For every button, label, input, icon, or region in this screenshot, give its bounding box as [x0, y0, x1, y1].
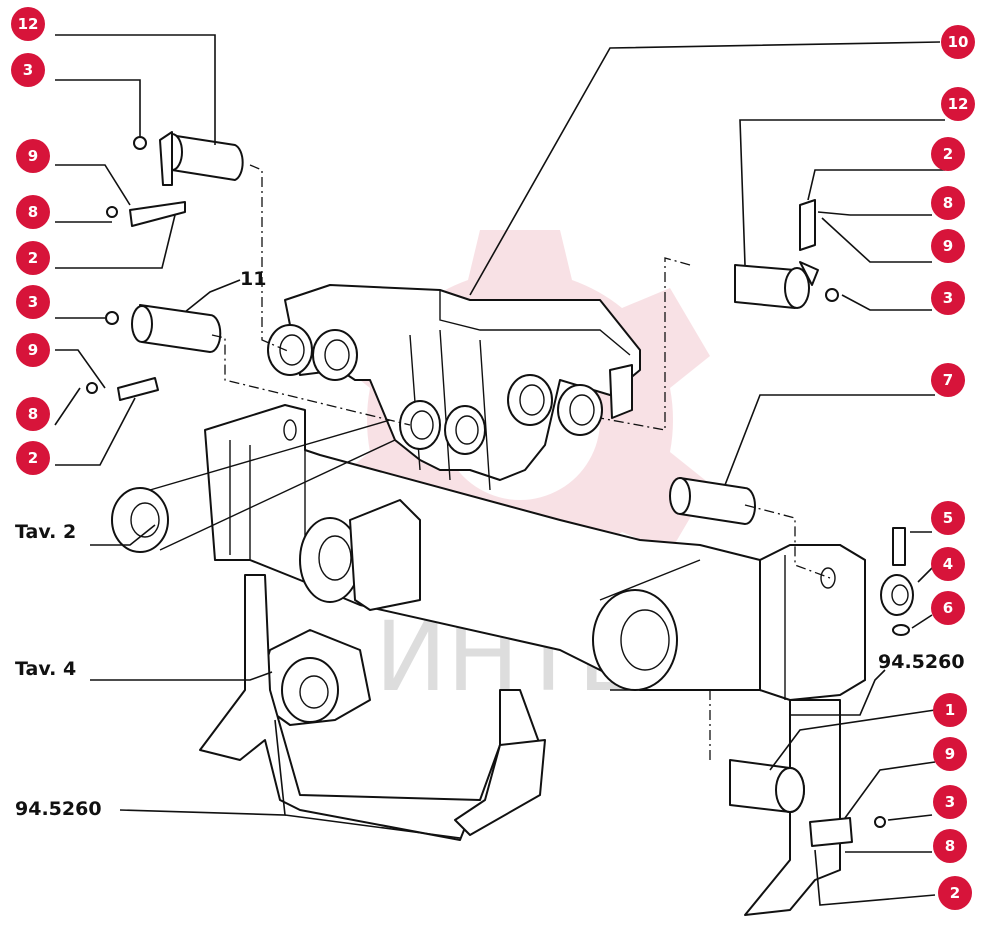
callout-label: 3 — [23, 61, 33, 79]
callout-8d: 8 — [933, 829, 967, 863]
callouts: 12 3 9 8 2 3 9 8 2 10 12 2 8 9 3 7 5 4 6… — [11, 7, 975, 910]
callout-label: 2 — [28, 449, 38, 467]
loose-parts — [86, 131, 914, 853]
ref-number-right: 94.5260 — [878, 651, 965, 673]
callout-label: 3 — [943, 289, 953, 307]
text-labels: 11 Tav. 2 Tav. 4 94.5260 94.5260 — [15, 268, 965, 820]
callout-7: 7 — [931, 363, 965, 397]
ref-tav2-label: Tav. 2 — [15, 521, 76, 543]
part-number-11: 11 — [240, 268, 266, 290]
callout-10: 10 — [941, 25, 975, 59]
callout-2c: 2 — [931, 137, 965, 171]
callout-3c: 3 — [931, 281, 965, 315]
callout-label: 3 — [28, 293, 38, 311]
callout-label: 3 — [945, 793, 955, 811]
callout-label: 10 — [948, 33, 969, 51]
callout-5: 5 — [931, 501, 965, 535]
callout-3b: 3 — [16, 285, 50, 319]
callout-label: 12 — [948, 95, 969, 113]
callout-label: 8 — [945, 837, 955, 855]
callout-6: 6 — [931, 591, 965, 625]
callout-8a: 8 — [16, 195, 50, 229]
callout-label: 2 — [943, 145, 953, 163]
callout-label: 4 — [943, 555, 953, 573]
callout-12a: 12 — [11, 7, 45, 41]
callout-label: 5 — [943, 509, 953, 527]
callout-2d: 2 — [938, 876, 972, 910]
callout-label: 2 — [28, 249, 38, 267]
callout-label: 9 — [28, 341, 38, 359]
callout-9c: 9 — [931, 229, 965, 263]
callout-label: 9 — [945, 745, 955, 763]
callout-label: 12 — [18, 15, 39, 33]
callout-2a: 2 — [16, 241, 50, 275]
ref-tav4-label: Tav. 4 — [15, 658, 76, 680]
callout-label: 8 — [28, 203, 38, 221]
callout-9b: 9 — [16, 333, 50, 367]
callout-12b: 12 — [941, 87, 975, 121]
ripper-frame — [199, 284, 866, 916]
callout-label: 9 — [943, 237, 953, 255]
callout-3d: 3 — [933, 785, 967, 819]
callout-4: 4 — [931, 547, 965, 581]
callout-8c: 8 — [931, 186, 965, 220]
callout-3a: 3 — [11, 53, 45, 87]
callout-label: 6 — [943, 599, 953, 617]
leader-lines — [54, 34, 945, 906]
callout-1: 1 — [933, 693, 967, 727]
callout-label: 8 — [28, 405, 38, 423]
callout-label: 8 — [943, 194, 953, 212]
callout-2b: 2 — [16, 441, 50, 475]
callout-9d: 9 — [933, 737, 967, 771]
assembly-axes — [211, 164, 831, 760]
callout-8b: 8 — [16, 397, 50, 431]
ref-number-left: 94.5260 — [15, 798, 102, 820]
callout-label: 2 — [950, 884, 960, 902]
callout-label: 9 — [28, 147, 38, 165]
callout-9a: 9 — [16, 139, 50, 173]
callout-label: 7 — [943, 371, 953, 389]
callout-label: 1 — [945, 701, 955, 719]
